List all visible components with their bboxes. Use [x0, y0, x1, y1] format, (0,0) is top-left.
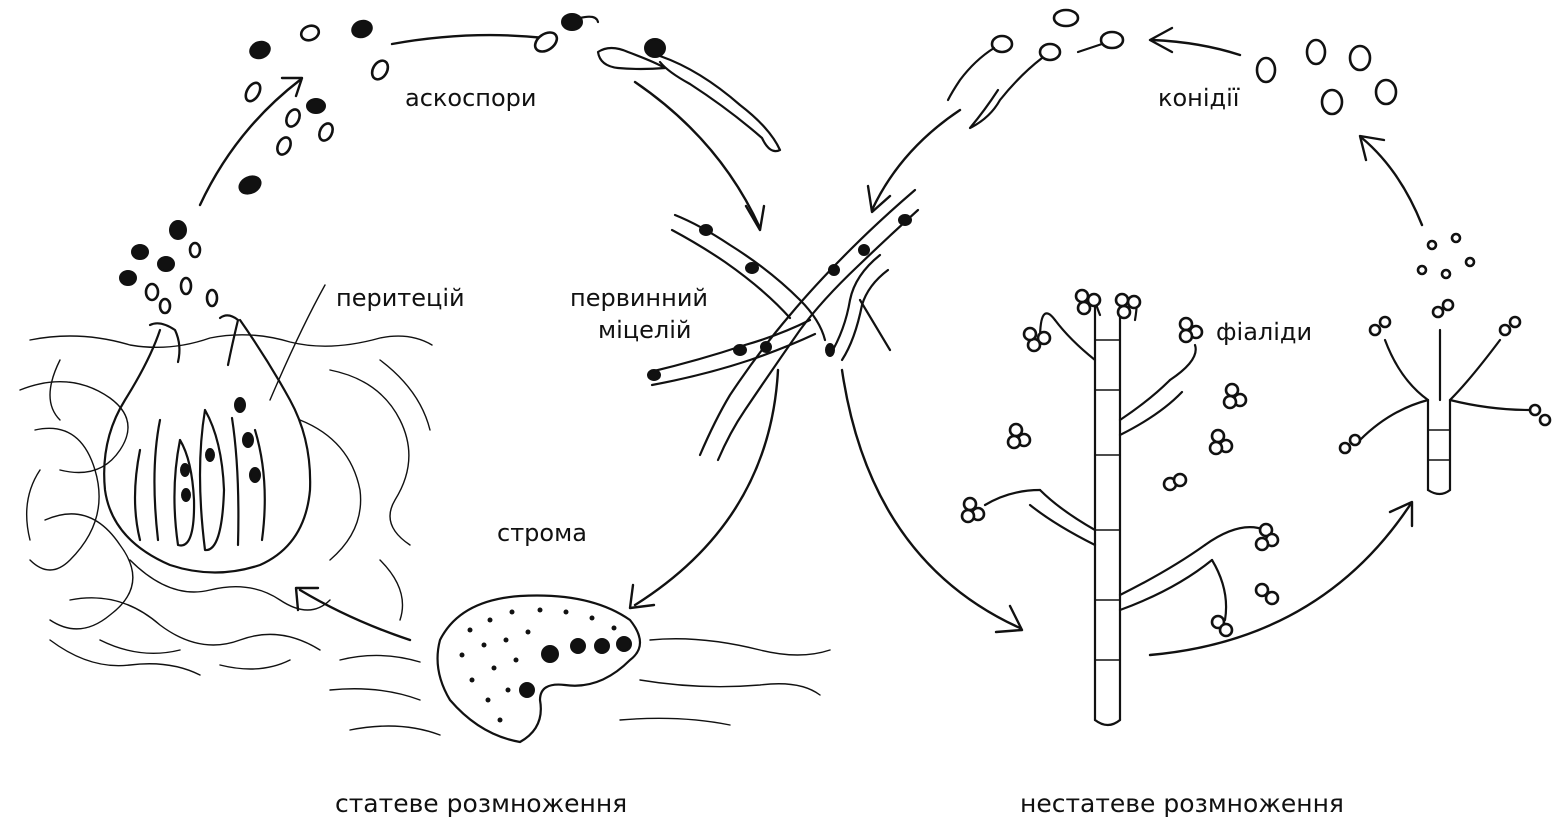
label-primary-mycelium-line2: міцелій — [598, 316, 691, 344]
label-conidia: конідії — [1158, 84, 1240, 112]
arrow-germination-to-mycelium — [872, 110, 960, 210]
small-phialide-illustration — [1340, 234, 1550, 494]
label-primary-mycelium-line1: первинний — [570, 284, 708, 312]
label-stroma: строма — [497, 519, 587, 547]
label-phialides: фіаліди — [1216, 318, 1312, 346]
arrow-ascospores-top-arc — [392, 35, 545, 44]
arrow-mycelium-to-conidiophore — [842, 370, 1020, 628]
arrow-ascospores-to-mycelium — [635, 82, 760, 228]
arrow-conidiophore-to-phialide — [1150, 505, 1410, 655]
caption-asexual-reproduction: нестатеве розмноження — [1020, 789, 1344, 818]
caption-sexual-reproduction: статеве розмноження — [335, 789, 627, 818]
arrow-mycelium-to-stroma — [635, 370, 778, 605]
arrow-stroma-to-perithecium — [300, 590, 410, 640]
stroma-illustration — [330, 596, 830, 743]
arrow-phialide-to-conidia — [1362, 138, 1422, 225]
label-perithecium: перитецій — [336, 284, 465, 312]
conidiophore-illustration — [962, 290, 1278, 725]
label-ascospores: аскоспори — [405, 84, 536, 112]
